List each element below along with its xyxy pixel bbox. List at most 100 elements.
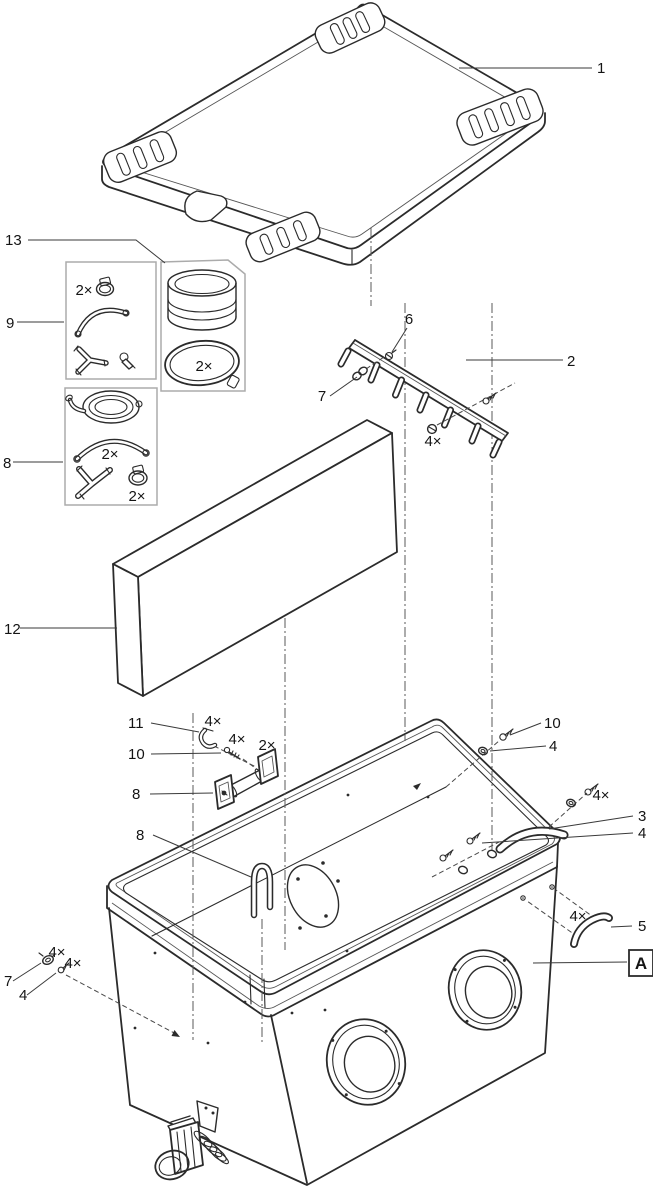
t-connector-icon	[75, 465, 113, 500]
tank-floor-line	[151, 786, 447, 937]
callout-1: 1	[597, 60, 605, 77]
qty-2x-clamp-kit8: 2×	[128, 488, 145, 505]
assembly-dashed-lines	[65, 356, 597, 1037]
coiled-hose-icon	[65, 390, 143, 424]
qty-4x-spraybar: 4×	[424, 433, 441, 450]
callout-7-spraybar: 7	[318, 388, 326, 405]
callout-9: 9	[6, 315, 14, 332]
qty-2x-handle: 2×	[258, 737, 275, 754]
handle-screw-10	[223, 746, 241, 760]
drain-valve-outlet	[154, 1149, 190, 1181]
port-ring-lower	[325, 1018, 407, 1106]
callout-4-clip: 4	[638, 825, 646, 842]
lid-side-face	[101, 112, 546, 266]
qty-2x-kit9: 2×	[75, 282, 92, 299]
leader-4-clip	[481, 832, 634, 844]
foam-insert	[112, 419, 398, 697]
rim-screw-set-4x	[565, 783, 599, 808]
callout-10-left: 10	[128, 746, 145, 763]
lid-grip-pad-top	[314, 2, 386, 54]
panel-marker-a: A	[635, 954, 647, 973]
callout-5: 5	[638, 918, 646, 935]
leader-5	[610, 925, 633, 928]
wall-plug-set-7-4	[38, 952, 70, 974]
kit-box-13	[160, 259, 246, 392]
retaining-pin-8	[250, 862, 274, 919]
rim-washer-right-4	[477, 746, 489, 756]
leader-4-wall	[26, 972, 57, 996]
small-parts	[38, 349, 613, 974]
lid-handle-recess	[184, 190, 228, 223]
handle-assembly-8	[214, 748, 279, 810]
spray-bar-bolt-4x	[426, 392, 497, 435]
nozzle-icon	[119, 352, 136, 370]
kit-box-9	[65, 261, 157, 380]
y-connector-icon	[73, 345, 109, 376]
tank-rim-inner	[122, 731, 550, 983]
handle-plate-right	[257, 748, 279, 785]
lid	[101, 2, 546, 266]
leader-8-bracket	[149, 792, 214, 795]
curved-hose-2x-icon	[73, 438, 150, 463]
leader-11	[150, 722, 200, 733]
leader-3	[548, 815, 634, 830]
inner-wall-port	[286, 861, 340, 930]
qty-4x-wall-2: 4×	[64, 955, 81, 972]
port-ring-upper	[447, 949, 523, 1031]
qty-4x-wall-1: 4×	[48, 944, 65, 961]
kit-box-8-frame	[64, 387, 158, 506]
leader-6	[391, 327, 408, 353]
callout-10-right: 10	[544, 715, 561, 732]
tank-rim-skirt	[106, 842, 559, 1018]
leader-7-wall	[12, 962, 42, 982]
coupling-sleeve-icon	[167, 269, 237, 331]
callout-7-wall: 7	[4, 973, 12, 990]
qty-2x-clamp-kit13: 2×	[195, 358, 212, 375]
leader-8-pin	[152, 834, 252, 878]
lid-grip-pad-bottom	[245, 211, 321, 263]
callout-13: 13	[5, 232, 22, 249]
qty-2x-hose-kit8: 2×	[101, 446, 118, 463]
callout-6: 6	[405, 311, 413, 328]
callout-8-bracket: 8	[132, 786, 140, 803]
leader-10-left	[150, 752, 222, 755]
callout-4-right: 4	[549, 738, 557, 755]
callout-4-wall: 4	[19, 987, 27, 1004]
hose-clamp-small-icon	[95, 276, 115, 297]
qty-4x-carry-handle: 4×	[569, 908, 586, 925]
carry-handle-5	[520, 884, 613, 948]
dashed-arrow-wall	[171, 1030, 180, 1037]
tank-surface-dots	[133, 793, 430, 1045]
callout-3: 3	[638, 808, 646, 825]
callout-11: 11	[128, 715, 144, 732]
callout-8-kit: 8	[3, 455, 11, 472]
callout-2: 2	[567, 353, 575, 370]
spray-bar-plug-7	[352, 366, 368, 381]
leader-7-spraybar	[329, 376, 358, 397]
foam-left-face	[112, 563, 144, 697]
drain-valve-bellows	[193, 1130, 229, 1165]
spray-bar-feet	[337, 347, 503, 459]
tank-walls	[108, 865, 558, 1186]
foam-front-face	[137, 432, 398, 697]
rim-screw-right-10	[499, 728, 514, 741]
leader-10-right	[509, 722, 542, 736]
qty-4x-clip11: 4×	[204, 713, 221, 730]
spray-bar-nozzles	[367, 361, 482, 445]
drain-valve	[154, 1100, 229, 1181]
panel-marker-box	[628, 949, 653, 977]
retaining-clip-11	[198, 727, 218, 749]
rim-clip-3	[495, 826, 569, 854]
drain-valve-body	[169, 1121, 204, 1175]
rim-clip-screws-4	[439, 832, 498, 875]
leader-a	[532, 961, 628, 964]
qty-4x-screw10: 4×	[228, 731, 245, 748]
spray-bar	[337, 339, 509, 459]
tank-rim-outer	[107, 718, 561, 996]
leader-4-right	[489, 745, 547, 752]
tank-front-corner-edge	[270, 1014, 308, 1184]
qty-4x-rim: 4×	[592, 787, 609, 804]
drain-valve-mount-plate	[196, 1100, 219, 1133]
curved-hose-icon	[74, 307, 130, 338]
